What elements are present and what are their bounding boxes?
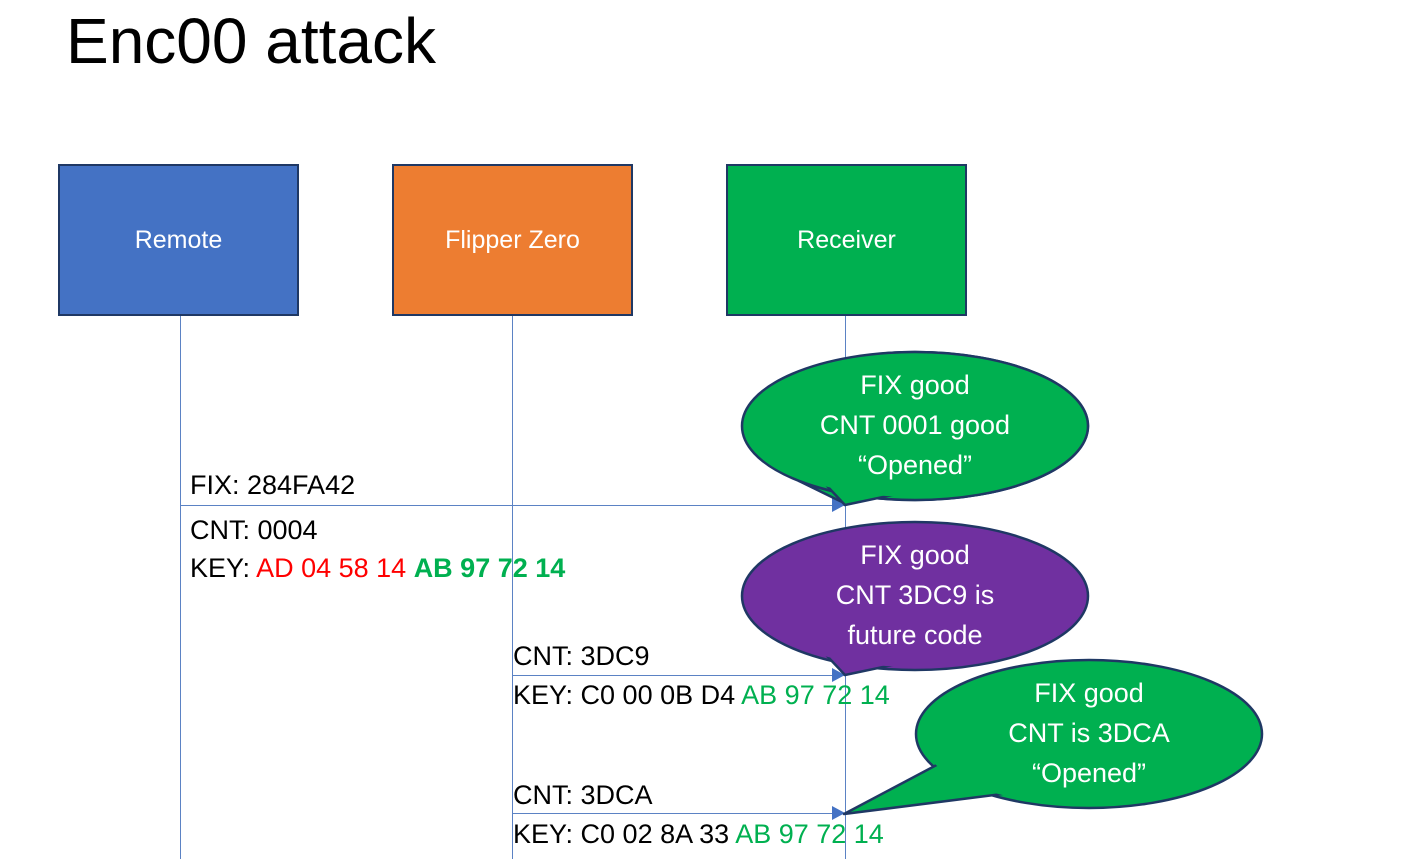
message-1-key-part-a: AD 04 58 14 bbox=[256, 553, 407, 583]
speech-balloon-receiver-response-2[interactable]: FIX good CNT 3DC9 is future code bbox=[740, 520, 1090, 677]
speech-balloon-3-line-2: CNT is 3DCA bbox=[1008, 718, 1170, 748]
message-3-cnt-label: CNT: 3DCA bbox=[513, 780, 653, 810]
speech-balloon-2-line-1: FIX good bbox=[860, 540, 970, 570]
message-1-key-prefix: KEY: bbox=[190, 553, 251, 583]
speech-balloon-receiver-response-1[interactable]: FIX good CNT 0001 good “Opened” bbox=[740, 350, 1090, 507]
actor-box-receiver[interactable]: Receiver bbox=[726, 164, 967, 316]
speech-balloon-3-line-3: “Opened” bbox=[1031, 758, 1147, 788]
speech-balloon-2-line-3: future code bbox=[847, 620, 983, 650]
message-arrow-3-line bbox=[513, 813, 845, 814]
lifeline-remote bbox=[180, 316, 181, 859]
message-3-key-part-b: AB 97 72 14 bbox=[735, 819, 884, 849]
speech-balloon-shape-1 bbox=[740, 350, 1090, 507]
speech-balloon-1-line-3: “Opened” bbox=[857, 450, 973, 480]
speech-balloon-shape-3 bbox=[842, 658, 1264, 816]
speech-balloon-1-line-1: FIX good bbox=[860, 370, 970, 400]
message-1-key-label: KEY: AD 04 58 14 AB 97 72 14 bbox=[190, 549, 565, 588]
actor-box-flipper-zero[interactable]: Flipper Zero bbox=[392, 164, 633, 316]
message-2-cnt-label: CNT: 3DC9 bbox=[513, 641, 650, 671]
actor-label-remote: Remote bbox=[134, 226, 223, 254]
message-arrow-3-head bbox=[832, 806, 845, 820]
message-3-key-label: KEY: C0 02 8A 33 AB 97 72 14 bbox=[513, 815, 884, 854]
message-arrow-1-line bbox=[181, 505, 845, 506]
message-1-cnt-label: CNT: 0004 bbox=[190, 515, 318, 545]
message-2-key-part-b: AB 97 72 14 bbox=[741, 680, 890, 710]
speech-balloon-3-line-1: FIX good bbox=[1034, 678, 1144, 708]
speech-balloon-2-text: FIX good CNT 3DC9 is future code bbox=[742, 522, 1088, 655]
message-arrow-2-line bbox=[513, 675, 845, 676]
page-title: Enc00 attack bbox=[66, 5, 436, 77]
speech-balloon-3-text: FIX good CNT is 3DCA “Opened” bbox=[916, 660, 1262, 793]
message-2-key-label: KEY: C0 00 0B D4 AB 97 72 14 bbox=[513, 676, 890, 715]
speech-balloon-1-line-2: CNT 0001 good bbox=[819, 410, 1011, 440]
speech-balloon-receiver-response-3[interactable]: FIX good CNT is 3DCA “Opened” bbox=[842, 658, 1264, 816]
speech-balloon-shape-2 bbox=[740, 520, 1090, 677]
speech-balloon-2-line-2: CNT 3DC9 is bbox=[835, 580, 995, 610]
actor-label-receiver: Receiver bbox=[797, 226, 896, 254]
actor-box-remote[interactable]: Remote bbox=[58, 164, 299, 316]
message-1-fix-label: FIX: 284FA42 bbox=[190, 470, 356, 500]
actor-label-flipper-zero: Flipper Zero bbox=[445, 226, 580, 254]
speech-balloon-1-text: FIX good CNT 0001 good “Opened” bbox=[742, 352, 1088, 485]
message-1-key-part-b: AB 97 72 14 bbox=[413, 553, 566, 583]
lifeline-flipper-zero bbox=[512, 316, 513, 859]
message-3-key-prefix: KEY: C0 02 8A 33 bbox=[513, 819, 730, 849]
message-2-key-prefix: KEY: C0 00 0B D4 bbox=[513, 680, 736, 710]
